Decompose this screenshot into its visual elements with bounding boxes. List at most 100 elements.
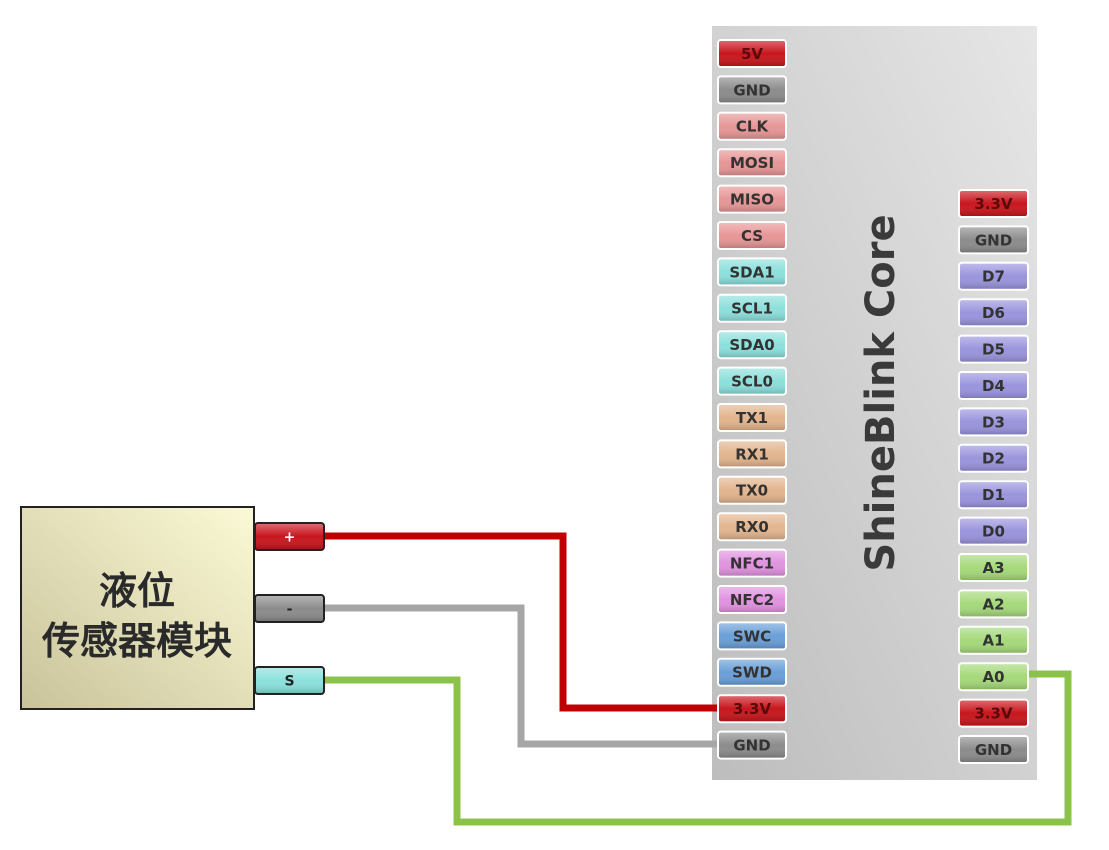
pin-shade (960, 191, 1027, 216)
pin-shade (256, 596, 323, 621)
pin-shade (960, 300, 1027, 326)
pin-shade (960, 555, 1027, 580)
pin-label: D3 (982, 413, 1005, 431)
pin-label: GND (733, 737, 770, 755)
board-pin-left-rx0: RX0 (717, 512, 787, 542)
module-pins: + - S (254, 522, 325, 695)
pin-shade (960, 627, 1027, 653)
board-left-pins: 5V GND CLK MOSI MISO CS SDA1SCL1SDA0SCL0TX1RX1… (717, 39, 787, 760)
pin-label: MOSI (730, 154, 774, 172)
pin-label: TX1 (736, 409, 768, 427)
board-pin-left-tx0: TX0 (717, 475, 787, 505)
pin-label: 3.3V (974, 705, 1013, 723)
board-pin-left-nfc1: NFC1 (717, 548, 787, 578)
pin-shade (719, 150, 785, 176)
board-pin-left-cs: CS (717, 221, 787, 250)
board-pin-left-clk: CLK (717, 111, 787, 141)
wires (324, 532, 1072, 826)
module-title-line1: 液位 (99, 569, 175, 613)
board-pin-right-d5: D5 (958, 334, 1029, 364)
pin-shade (719, 77, 785, 103)
board-pin-right-d2: D2 (958, 443, 1029, 473)
pin-label: A0 (982, 668, 1004, 686)
pin-label: CS (741, 227, 763, 245)
board-pin-right-a0: A0 (958, 662, 1029, 692)
pin-label: GND (733, 81, 770, 99)
pin-shade (256, 524, 323, 549)
pin-shade (719, 550, 785, 576)
pin-label: SWD (732, 664, 772, 682)
pin-shade (960, 336, 1027, 362)
board-pin-left-gnd: GND (717, 730, 787, 760)
pin-shade (719, 514, 785, 540)
pin-shade (719, 732, 785, 758)
board-pin-right-d1: D1 (958, 480, 1029, 510)
pin-shade (960, 518, 1027, 544)
pin-shade (960, 227, 1027, 253)
board-pin-left-swd: SWD (717, 657, 787, 687)
board-pin-right-33v: 3.3V (958, 189, 1029, 218)
pin-shade (719, 223, 785, 248)
board-pin-right-a2: A2 (958, 589, 1029, 619)
module-pin-s: S (254, 666, 325, 695)
board-pin-right-d6: D6 (958, 298, 1029, 328)
pin-shade (960, 482, 1027, 508)
pin-shade (960, 445, 1027, 471)
pin-shade (960, 700, 1027, 726)
pin-shade (960, 591, 1027, 617)
board-pin-right-gnd: GND (958, 735, 1029, 764)
pin-shade (719, 477, 785, 503)
pin-shade (719, 623, 785, 649)
module-pin-plus: + (254, 522, 325, 551)
wire-signal (324, 670, 1072, 826)
module-title-line2: 传感器模块 (41, 619, 232, 663)
board-pin-left-sda0: SDA0 (717, 330, 787, 360)
pin-label: D4 (982, 377, 1005, 395)
pin-label: SWC (733, 627, 771, 645)
board-pin-right-d0: D0 (958, 516, 1029, 546)
pin-label: SDA1 (729, 263, 774, 281)
module-pin-minus: - (254, 594, 325, 623)
pin-label: A1 (982, 632, 1004, 650)
pin-label: D7 (982, 268, 1005, 286)
wire-ground (324, 604, 718, 748)
pin-label: D1 (982, 486, 1005, 504)
pin-shade (719, 659, 785, 685)
board-pin-left-rx1: RX1 (717, 439, 787, 469)
board-pin-left-33v: 3.3V (717, 694, 787, 724)
pin-label: S (284, 674, 294, 690)
pin-label: 3.3V (733, 700, 772, 718)
board-pin-left-scl1: SCL1 (717, 293, 787, 323)
pin-shade (719, 113, 785, 139)
board-pin-left-miso: MISO (717, 184, 787, 214)
pin-label: CLK (736, 118, 770, 136)
sensor-module-body (20, 506, 255, 710)
pin-shade (960, 664, 1027, 690)
pin-shade (719, 587, 785, 612)
pin-shade (719, 41, 785, 66)
pin-label: A2 (982, 595, 1004, 613)
pin-label: TX0 (736, 482, 768, 500)
pin-label: 3.3V (974, 195, 1013, 213)
pin-label: - (287, 602, 293, 618)
pin-label: + (284, 530, 296, 546)
pin-label: D2 (982, 450, 1005, 468)
board-pin-right-d7: D7 (958, 261, 1029, 291)
board-pin-left-mosi: MOSI (717, 148, 787, 178)
board-pin-left-nfc2: NFC2 (717, 585, 787, 614)
pin-label: SCL0 (731, 373, 773, 391)
pin-shade (719, 368, 785, 394)
pin-label: 5V (741, 45, 763, 63)
board-pin-right-gnd: GND (958, 225, 1029, 255)
board-title: ShineBlink Core (858, 214, 904, 571)
pin-shade (960, 373, 1027, 398)
pin-shade (256, 668, 323, 693)
board-pin-right-d3: D3 (958, 407, 1029, 437)
pin-shade (719, 186, 785, 212)
pin-label: D0 (982, 523, 1005, 541)
pin-shade (719, 441, 785, 467)
board-pin-left-gnd: GND (717, 75, 787, 105)
board-pin-right-d4: D4 (958, 371, 1029, 400)
pin-shade (960, 409, 1027, 435)
pin-shade (960, 263, 1027, 289)
